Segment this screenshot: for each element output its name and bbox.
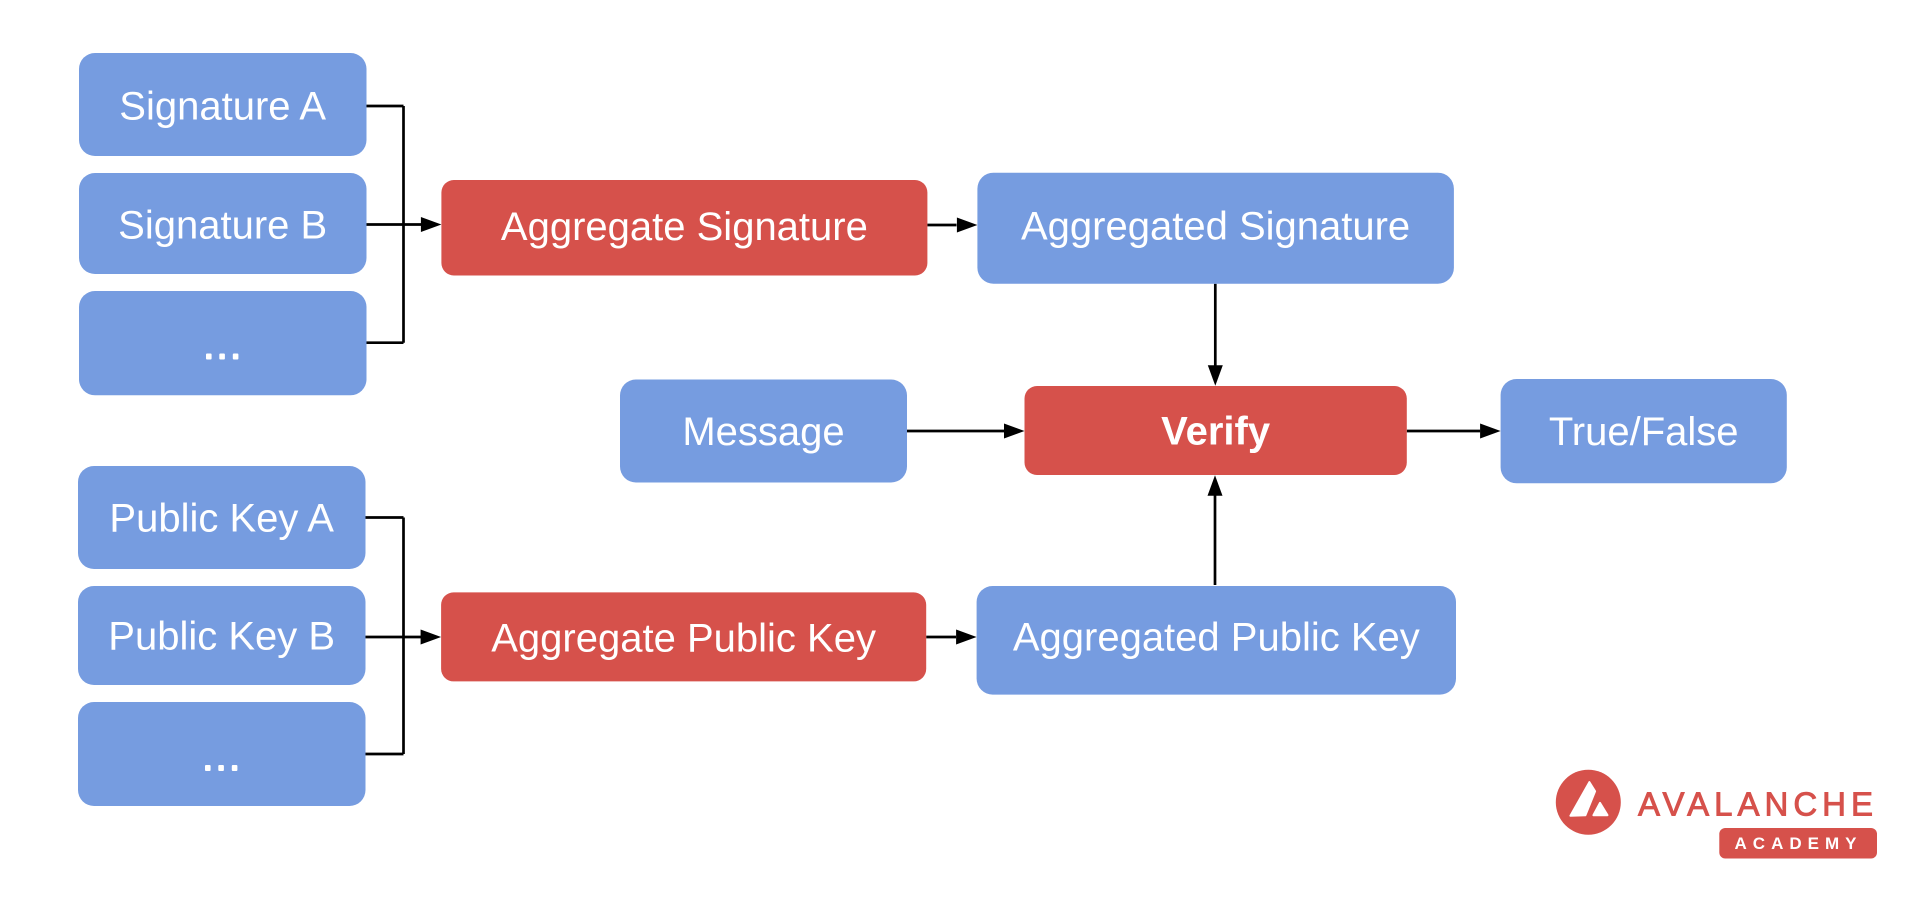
svg-text:Signature A: Signature A bbox=[119, 85, 326, 129]
svg-text:AVALANCHE: AVALANCHE bbox=[1638, 786, 1878, 823]
svg-text:ACADEMY: ACADEMY bbox=[1735, 834, 1863, 853]
svg-text:Signature B: Signature B bbox=[118, 204, 327, 248]
svg-text:True/False: True/False bbox=[1549, 410, 1739, 454]
svg-text:Aggregated Signature: Aggregated Signature bbox=[1021, 205, 1410, 249]
svg-text:Public Key A: Public Key A bbox=[109, 497, 334, 541]
svg-text:Aggregate Public Key: Aggregate Public Key bbox=[491, 616, 876, 660]
svg-text:Message: Message bbox=[682, 410, 844, 454]
svg-text:Aggregate Signature: Aggregate Signature bbox=[501, 205, 868, 249]
svg-text:Aggregated Public Key: Aggregated Public Key bbox=[1013, 616, 1420, 660]
svg-text:Verify: Verify bbox=[1161, 410, 1271, 454]
svg-text:Public Key B: Public Key B bbox=[108, 615, 335, 659]
